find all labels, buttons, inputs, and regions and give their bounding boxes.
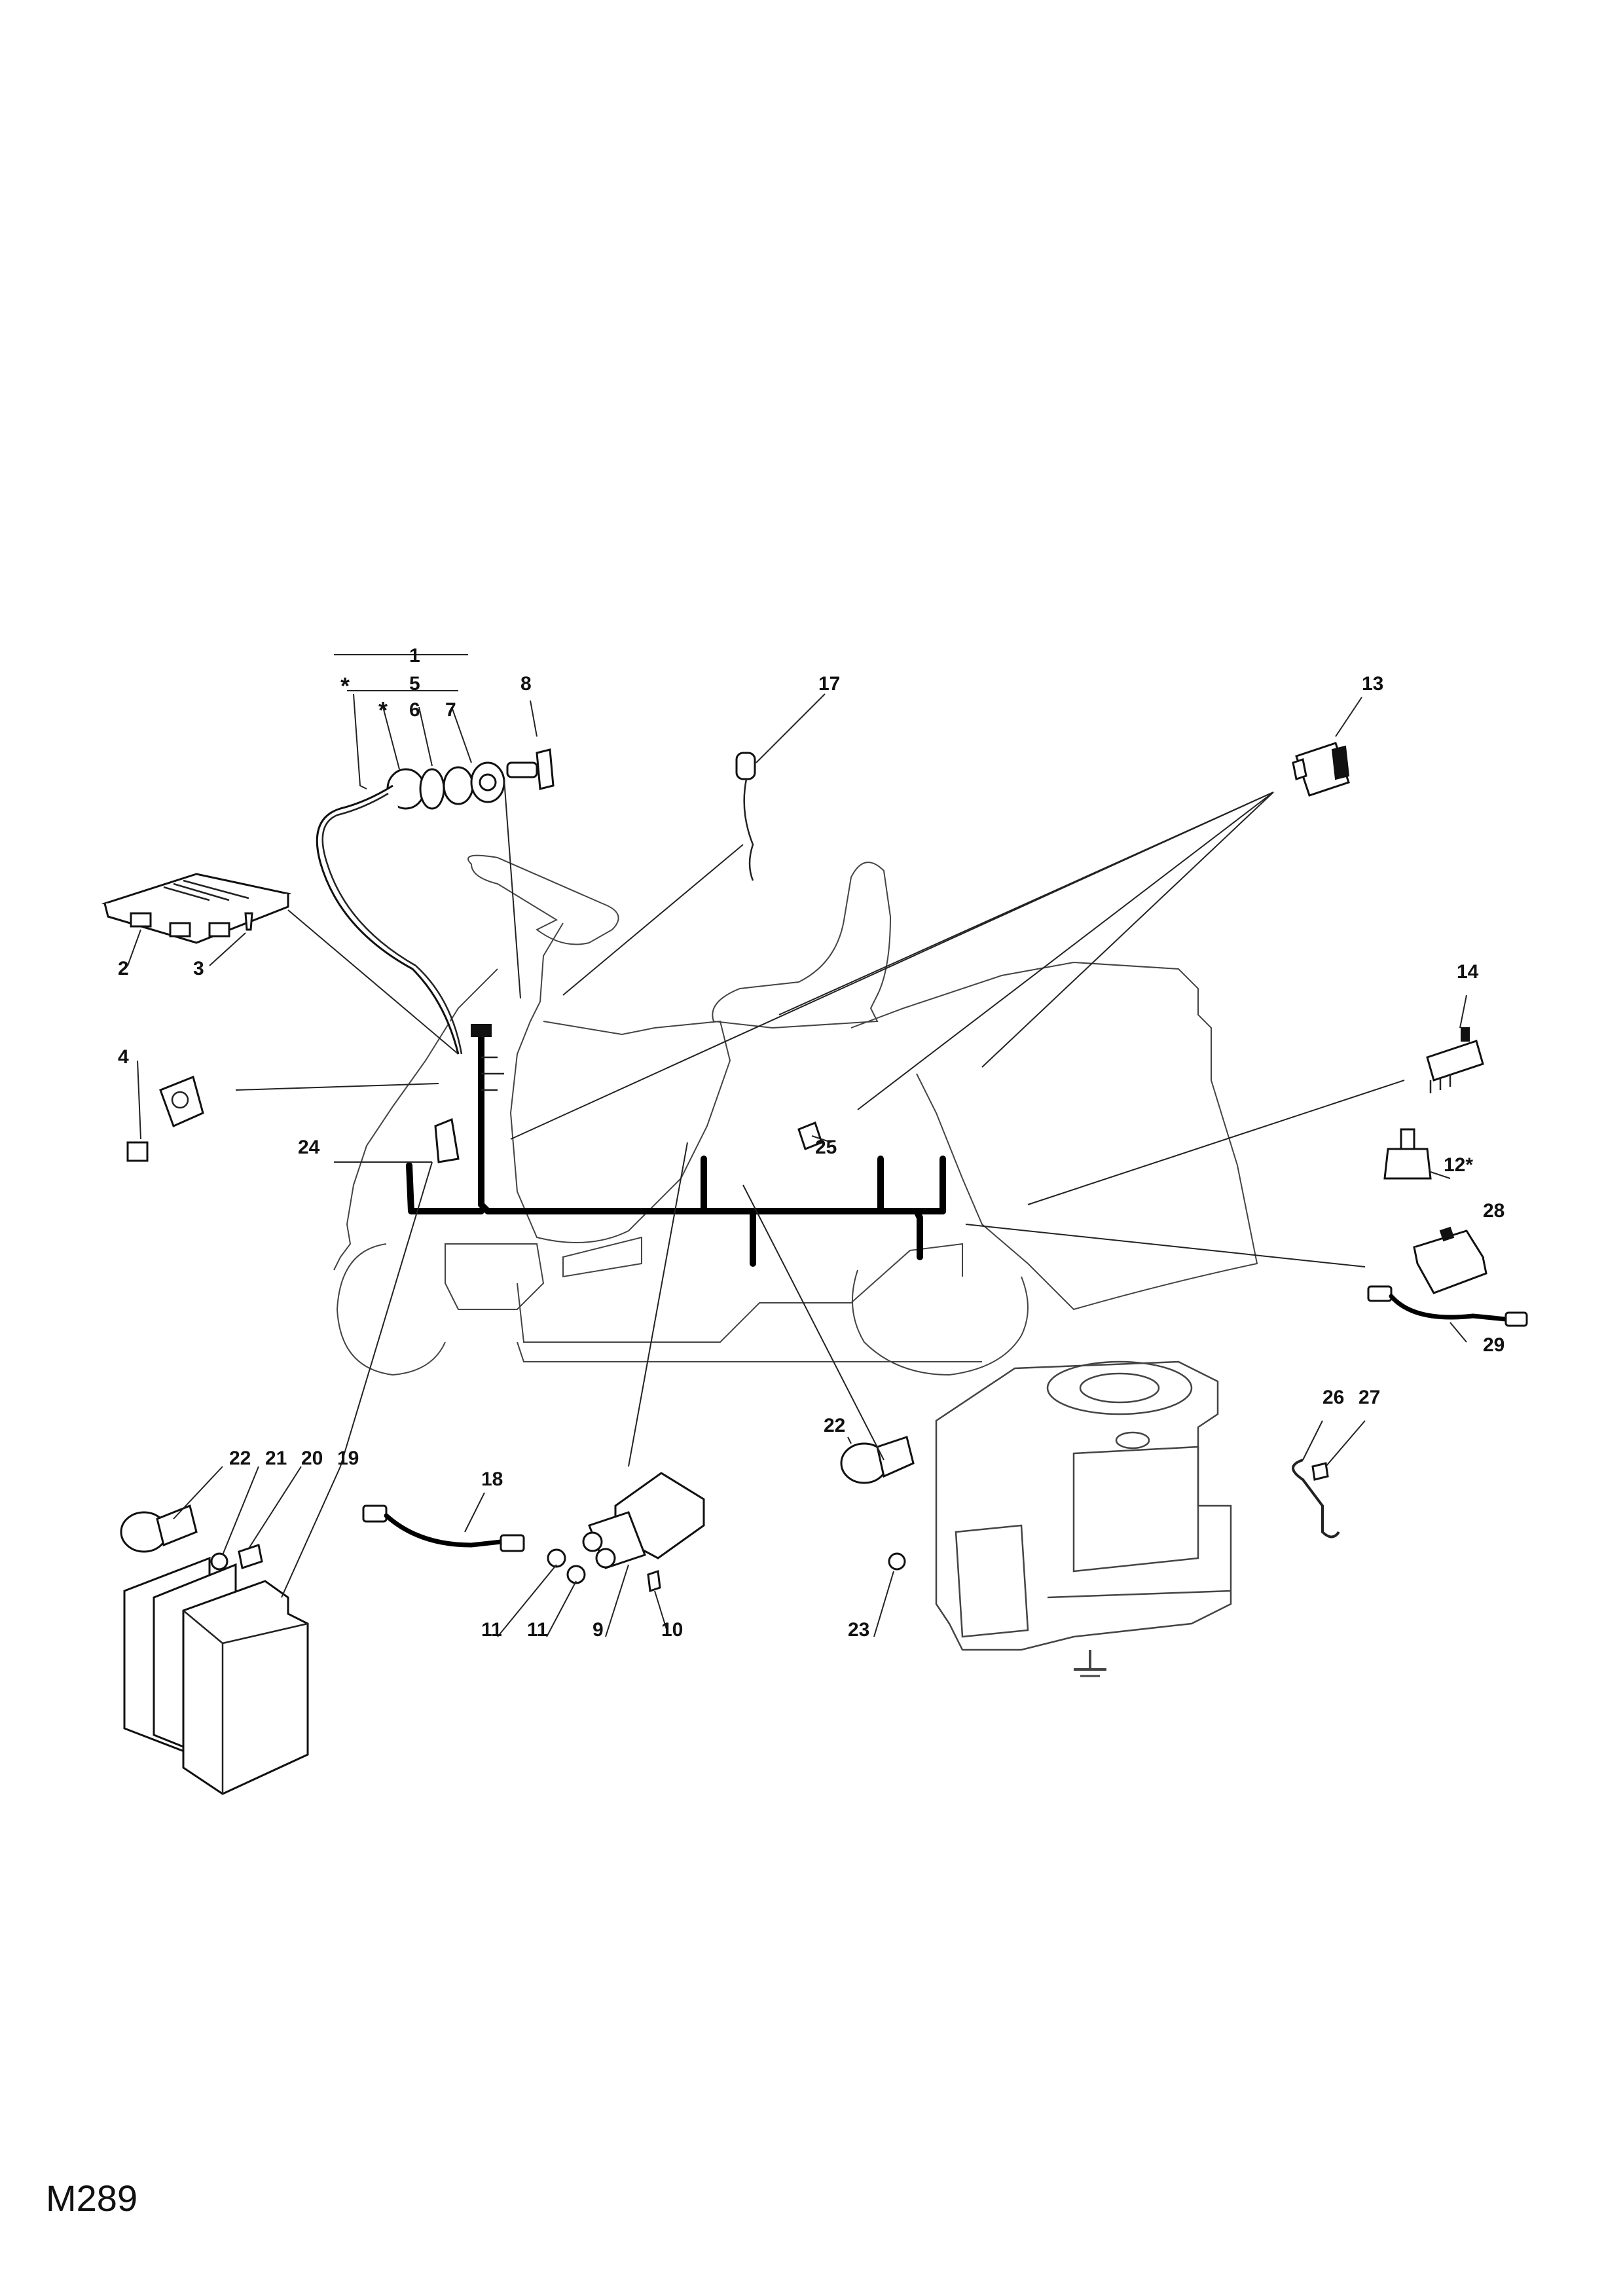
bolt-20 bbox=[238, 1544, 263, 1569]
screw-10 bbox=[647, 1569, 661, 1593]
callout-9: 9 bbox=[593, 1619, 604, 1641]
callout-18: 18 bbox=[481, 1468, 503, 1490]
terminal-cover-battery bbox=[120, 1504, 198, 1553]
callout-23: 23 bbox=[848, 1619, 870, 1641]
callout-19: 19 bbox=[337, 1448, 359, 1469]
bulb-holder bbox=[735, 752, 756, 881]
leader-lines bbox=[127, 654, 1467, 1637]
cable-18 bbox=[362, 1504, 525, 1552]
callout-1: 1 bbox=[409, 645, 420, 666]
front-wheel bbox=[336, 1243, 446, 1376]
callout-17: 17 bbox=[818, 673, 841, 695]
tractor-outline bbox=[333, 854, 1258, 1376]
rear-body bbox=[850, 961, 1258, 1311]
sensor bbox=[1383, 1128, 1432, 1180]
relay bbox=[126, 1075, 204, 1162]
nut-23 bbox=[888, 1552, 906, 1571]
ground-wire bbox=[1292, 1459, 1340, 1539]
lower-frame bbox=[445, 1243, 545, 1310]
callout-27: 27 bbox=[1359, 1387, 1381, 1408]
clip bbox=[434, 1118, 460, 1163]
seat bbox=[712, 862, 892, 1029]
nut-21 bbox=[210, 1552, 228, 1571]
callout-11: 11 bbox=[527, 1619, 548, 1641]
callout-13: 13 bbox=[1362, 673, 1384, 695]
callout-2: 2 bbox=[118, 958, 129, 979]
module bbox=[1412, 1226, 1487, 1294]
callout-4: 4 bbox=[118, 1046, 129, 1068]
callout-21: 21 bbox=[265, 1448, 287, 1469]
callout-25: 25 bbox=[815, 1137, 837, 1158]
dashboard bbox=[509, 922, 731, 1243]
nut-11a bbox=[547, 1548, 566, 1568]
rear-wheel bbox=[852, 1269, 1029, 1376]
callout-24: 24 bbox=[298, 1137, 320, 1158]
solenoid bbox=[582, 1472, 705, 1569]
callout-28: 28 bbox=[1483, 1200, 1505, 1222]
callout-11: 11 bbox=[481, 1619, 502, 1641]
callout-7: 7 bbox=[445, 699, 456, 721]
callout-6: 6 bbox=[409, 699, 420, 721]
diagram-reference-code: M289 bbox=[46, 2178, 138, 2219]
ignition-switch-assembly bbox=[316, 761, 505, 1055]
micro-switch bbox=[1426, 1027, 1484, 1093]
steering-wheel bbox=[467, 854, 619, 945]
battery bbox=[123, 1556, 309, 1795]
callout-star: * bbox=[340, 672, 350, 699]
callout-10: 10 bbox=[661, 1619, 684, 1641]
wiring-harness bbox=[406, 1024, 946, 1267]
callout-22: 22 bbox=[824, 1415, 846, 1436]
callout-20: 20 bbox=[301, 1448, 323, 1469]
terminal-cover-engine bbox=[840, 1436, 915, 1484]
callout-star: * bbox=[378, 697, 388, 723]
callout-3: 3 bbox=[193, 958, 204, 979]
nut-11b bbox=[566, 1565, 586, 1584]
rocker-switch bbox=[1292, 742, 1350, 797]
screw bbox=[244, 912, 253, 931]
callout-22: 22 bbox=[229, 1448, 251, 1469]
engine bbox=[935, 1360, 1232, 1677]
clip-25 bbox=[797, 1121, 823, 1150]
callout-14: 14 bbox=[1457, 961, 1479, 983]
callout-26: 26 bbox=[1322, 1387, 1345, 1408]
ignition-key bbox=[506, 748, 555, 790]
cable-29 bbox=[1367, 1285, 1528, 1327]
callout-5: 5 bbox=[409, 673, 420, 695]
front-hood bbox=[333, 968, 498, 1271]
callout-29: 29 bbox=[1483, 1334, 1505, 1356]
callout-12: 12* bbox=[1444, 1154, 1474, 1176]
fuse-panel bbox=[101, 873, 292, 944]
callout-8: 8 bbox=[520, 673, 532, 695]
